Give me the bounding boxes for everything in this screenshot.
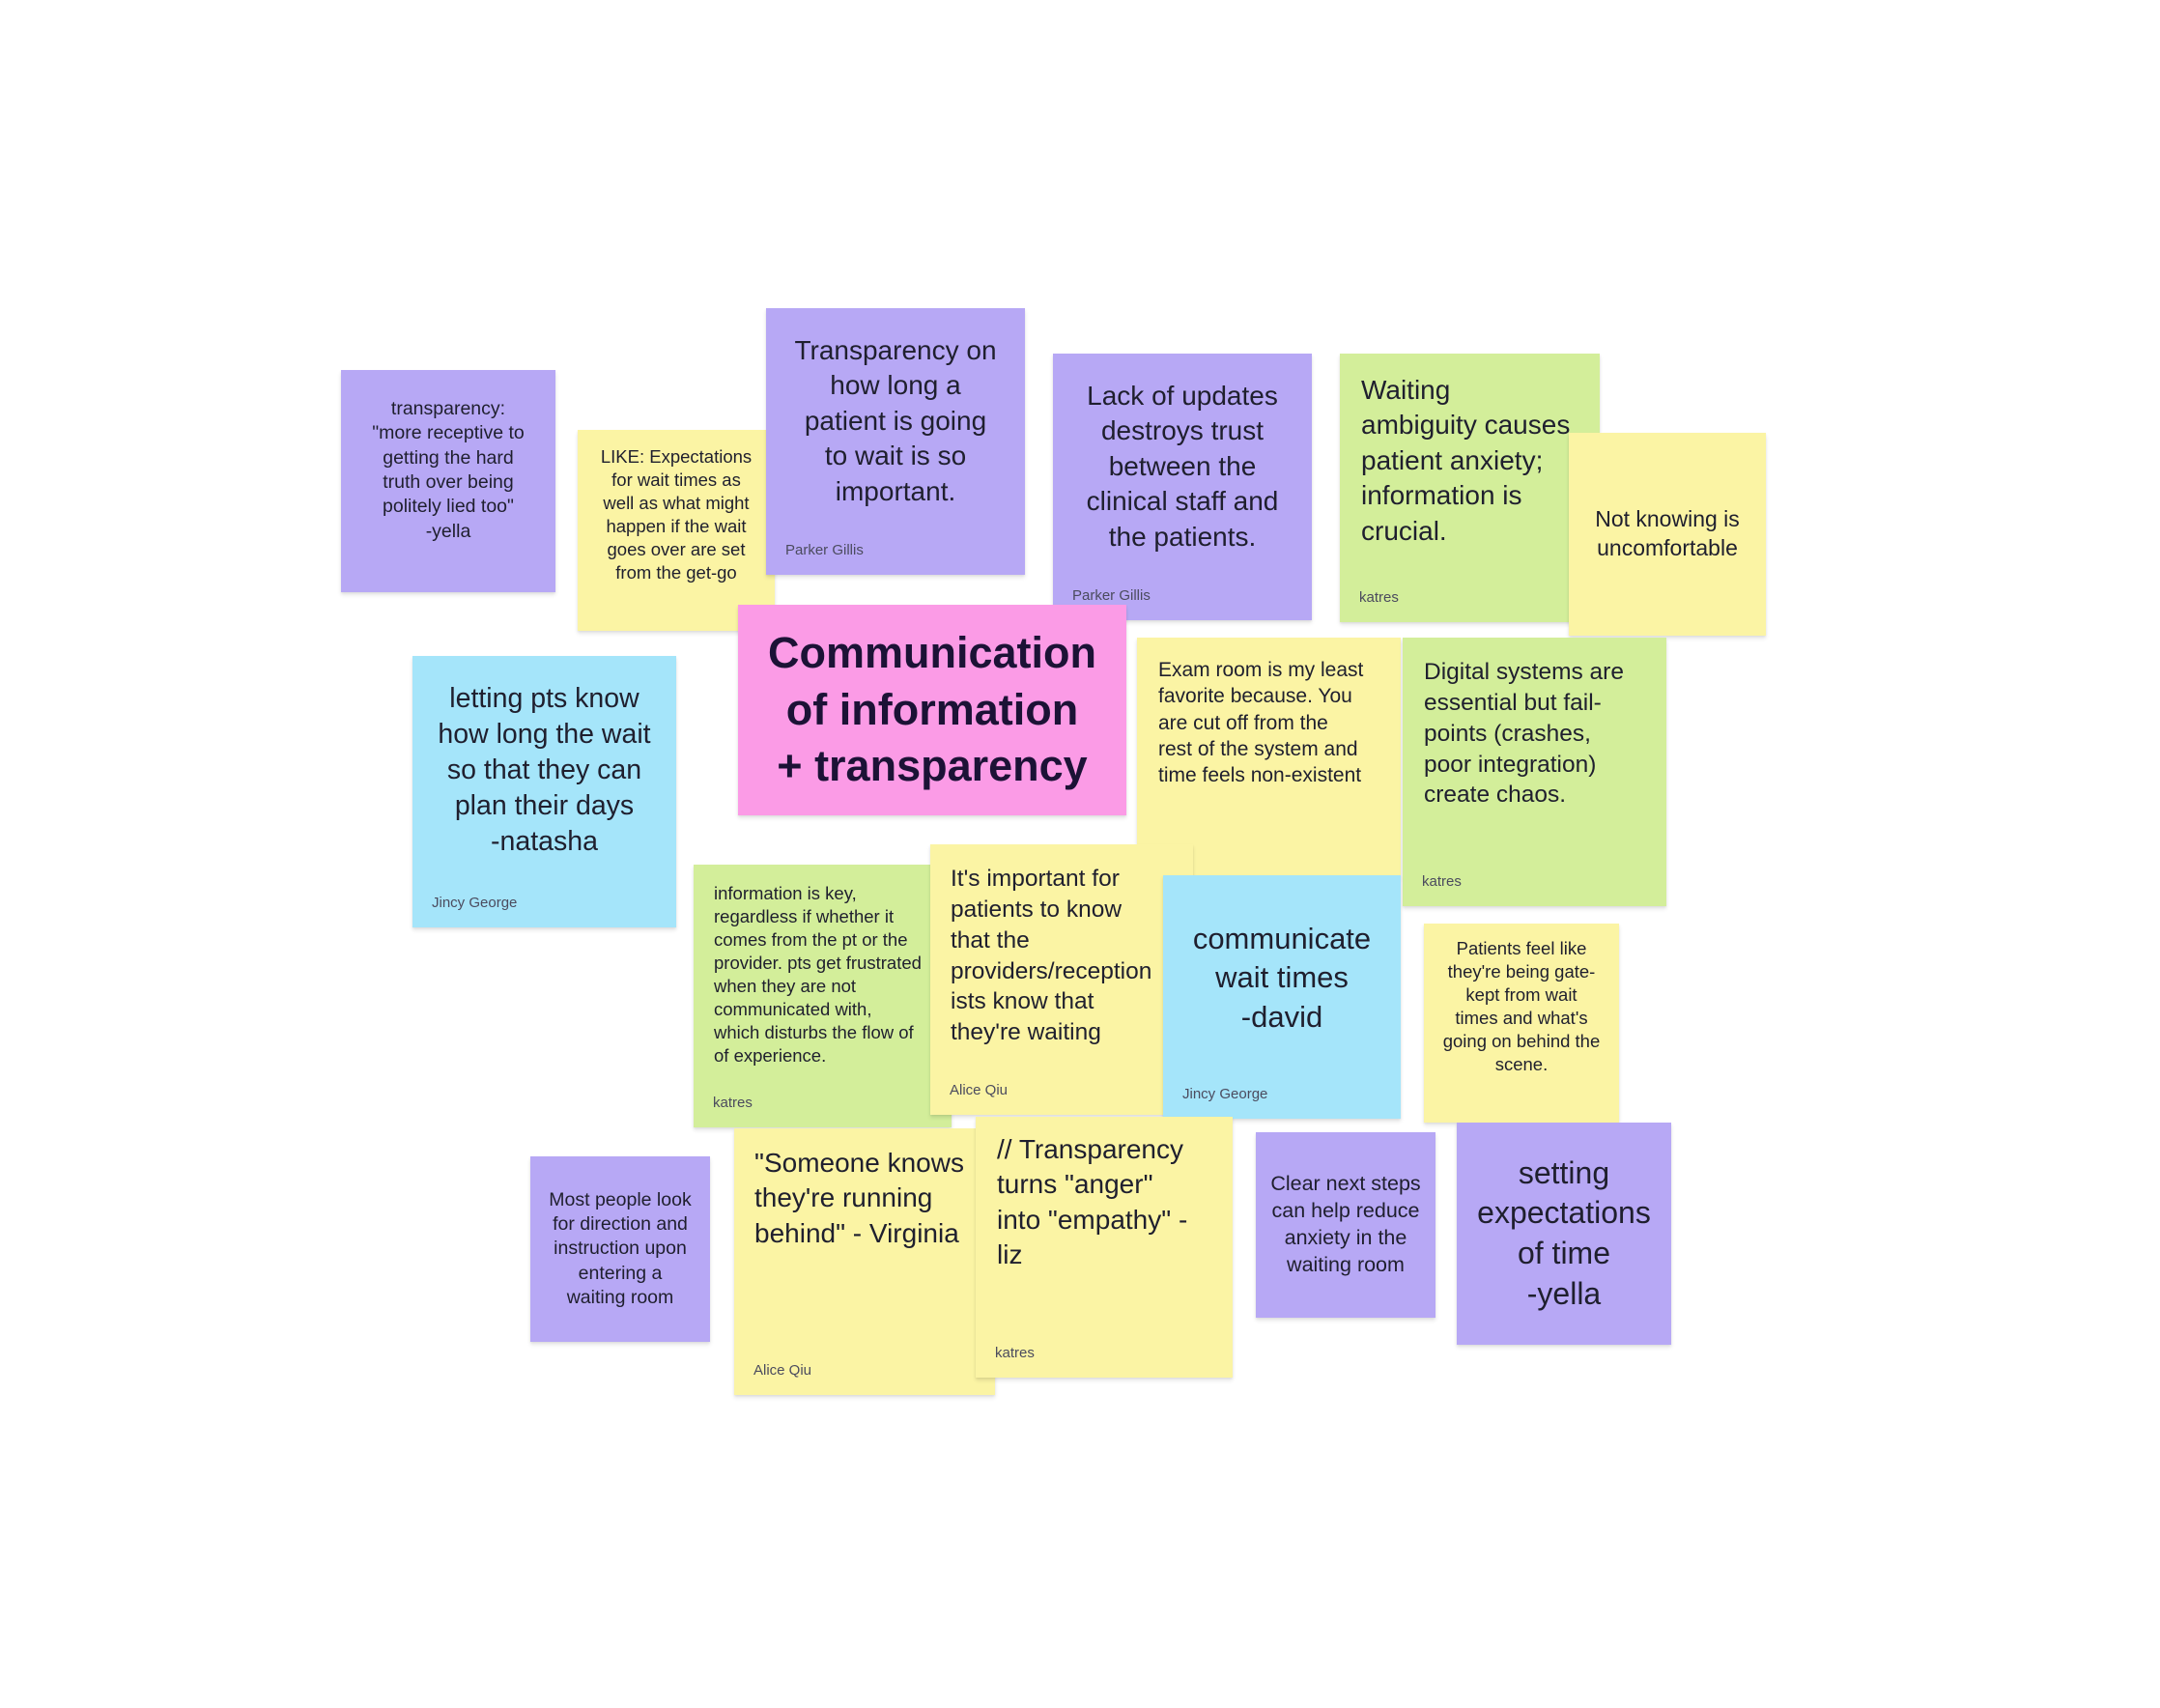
note-author: katres [713,1094,753,1111]
note-text: Lack of updates destroys trust between t… [1086,381,1279,552]
sticky-note-clear-next-steps[interactable]: Clear next steps can help reduce anxiety… [1256,1132,1435,1318]
sticky-note-transparency-wait[interactable]: Transparency on how long a patient is go… [766,308,1025,575]
note-text: Clear next steps can help reduce anxiety… [1270,1172,1421,1276]
sticky-note-most-people-look[interactable]: Most people look for direction and instr… [530,1156,710,1342]
note-text: transparency: "more receptive to getting… [372,397,525,542]
note-text: information is key, regardless if whethe… [714,883,922,1067]
sticky-note-exam-room[interactable]: Exam room is my least favorite because. … [1137,638,1401,877]
note-text: It's important for patients to know that… [951,866,1152,1046]
note-text: setting expectations of time -yella [1477,1154,1651,1311]
sticky-note-waiting-ambiguity[interactable]: Waiting ambiguity causes patient anxiety… [1340,354,1600,622]
page-title: Communication of information + transpare… [767,628,1096,791]
note-author: katres [1359,588,1399,606]
sticky-note-not-knowing[interactable]: Not knowing is uncomfortable [1569,433,1766,636]
note-text: Most people look for direction and instr… [549,1188,692,1309]
sticky-note-communicate-wait-times[interactable]: communicate wait times -david Jincy Geor… [1163,875,1401,1119]
note-text: "Someone knows they're running behind" -… [754,1148,964,1248]
note-text: LIKE: Expectations for wait times as wel… [600,446,753,584]
note-author: Parker Gillis [785,541,864,558]
note-text: Transparency on how long a patient is go… [794,335,997,506]
note-text: // Transparency turns "anger" into "empa… [997,1134,1188,1270]
note-text: Waiting ambiguity causes patient anxiety… [1361,375,1571,546]
note-author: Alice Qiu [950,1081,1009,1098]
sticky-note-like-expectations[interactable]: LIKE: Expectations for wait times as wel… [578,430,775,631]
note-author: Jincy George [432,894,518,911]
note-text: letting pts know how long the wait so th… [438,683,651,858]
note-author: katres [995,1344,1035,1361]
sticky-note-information-is-key[interactable]: information is key, regardless if whethe… [694,865,952,1127]
sticky-note-lack-of-updates[interactable]: Lack of updates destroys trust between t… [1053,354,1312,620]
note-text: Digital systems are essential but fail- … [1424,659,1624,809]
note-text: Patients feel like they're being gate- k… [1442,938,1601,1075]
sticky-note-its-important[interactable]: It's important for patients to know that… [930,844,1193,1115]
note-author: Alice Qiu [753,1361,812,1379]
note-author: Jincy George [1182,1085,1268,1102]
sticky-note-setting-expectations[interactable]: setting expectations of time -yella [1457,1123,1671,1345]
note-text: Not knowing is uncomfortable [1595,506,1740,560]
sticky-note-transparency-yella[interactable]: transparency: "more receptive to getting… [341,370,555,592]
note-text: communicate wait times -david [1192,922,1372,1034]
sticky-note-digital-systems[interactable]: Digital systems are essential but fail- … [1403,638,1666,906]
note-text: Exam room is my least favorite because. … [1158,659,1364,787]
sticky-note-someone-knows[interactable]: "Someone knows they're running behind" -… [734,1128,995,1395]
sticky-note-transparency-empathy[interactable]: // Transparency turns "anger" into "empa… [976,1117,1233,1378]
note-author: katres [1422,872,1462,890]
topic-title-note[interactable]: Communication of information + transpare… [738,605,1126,815]
sticky-note-letting-pts-know[interactable]: letting pts know how long the wait so th… [412,656,676,927]
note-author: Parker Gillis [1072,586,1151,604]
sticky-note-gate-kept[interactable]: Patients feel like they're being gate- k… [1424,924,1619,1123]
